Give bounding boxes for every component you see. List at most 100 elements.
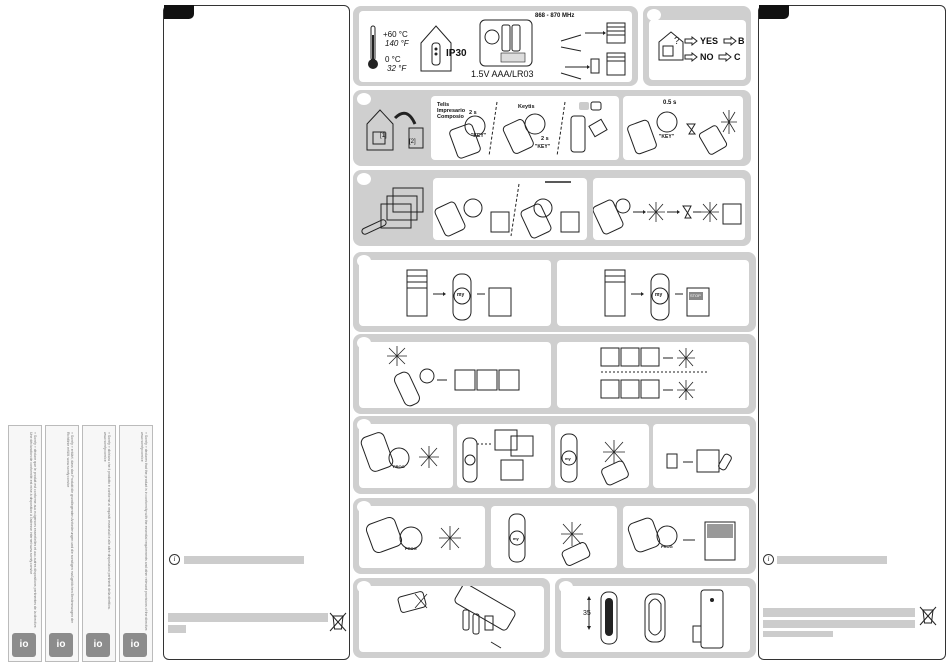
info-icon: i bbox=[763, 554, 774, 565]
footer-note-bar bbox=[763, 620, 915, 628]
select-motor-illustration bbox=[462, 429, 534, 483]
battery-change-card bbox=[359, 586, 544, 652]
pairing-panel bbox=[353, 170, 751, 246]
confirm-illustration bbox=[627, 110, 737, 155]
my-set-card: my bbox=[359, 260, 551, 326]
group-feedback-card bbox=[557, 342, 749, 408]
io-logo: io bbox=[49, 633, 73, 657]
hold-time-c: 0.5 s bbox=[663, 100, 677, 106]
group-feedback-illustration bbox=[600, 347, 707, 400]
compatibility-panel: ? YES B NO C bbox=[643, 6, 751, 86]
prog-long-card: PROG bbox=[359, 506, 485, 568]
arrow-right-icon bbox=[723, 35, 737, 47]
footer-note-bar bbox=[168, 625, 186, 633]
key-label-a: "KEY" bbox=[471, 133, 487, 139]
info-note-bar bbox=[777, 556, 887, 564]
prog-blind-illustration bbox=[627, 517, 736, 561]
my-set-illustration bbox=[406, 269, 512, 321]
my-position-panel: my my STOP bbox=[353, 252, 756, 332]
frequency-label: 868 - 870 MHz bbox=[535, 13, 575, 19]
prog-illustration bbox=[360, 432, 439, 472]
motor-add-illustration bbox=[666, 449, 732, 473]
weee-bin-icon bbox=[329, 612, 347, 632]
text-page-right: i bbox=[758, 5, 946, 660]
battery-spec: 1.5V AAA/LR03 bbox=[471, 69, 534, 79]
prog-blind-card: PROG bbox=[623, 506, 749, 568]
io-logo: io bbox=[12, 633, 36, 657]
mounting-card: 35 bbox=[561, 586, 750, 652]
pair-select-card bbox=[433, 178, 587, 240]
pair-confirm-card bbox=[593, 178, 745, 240]
house-label-1: [1] bbox=[380, 133, 387, 139]
my-button-label: my bbox=[457, 292, 465, 298]
pair-confirm-illustration bbox=[593, 198, 742, 235]
key-label-c: "KEY" bbox=[659, 134, 675, 140]
temp-max-c: +60 °C bbox=[383, 30, 408, 39]
stop-label: STOP bbox=[690, 293, 701, 298]
battery-change-panel bbox=[353, 578, 550, 658]
pair-select-illustration bbox=[434, 181, 580, 239]
group-select-illustration bbox=[387, 346, 520, 407]
text-page-left: i bbox=[163, 5, 350, 660]
answer-no: NO bbox=[700, 52, 714, 62]
mount-height-label: 35 bbox=[583, 610, 591, 617]
temp-max-f: 140 °F bbox=[385, 39, 409, 48]
group-panel bbox=[353, 334, 756, 414]
legal-block: « Somfy » déclare que le produit est con… bbox=[8, 425, 42, 662]
select-motor-card bbox=[457, 424, 551, 488]
key-transfer-panel: [1] [2] Telis Impresario Composio Keytis… bbox=[353, 90, 751, 166]
mounting-panel: 35 bbox=[555, 578, 756, 658]
io-logo: io bbox=[86, 633, 110, 657]
goto-b: B bbox=[738, 36, 745, 46]
legal-text: « Somfy » déclare que le produit est con… bbox=[29, 432, 37, 629]
battery-compartment-icon bbox=[479, 19, 533, 67]
legal-text: « Somfy » erklärt, dass das Produkt die … bbox=[66, 432, 74, 624]
key-confirm-card: 0.5 s "KEY" bbox=[623, 96, 743, 160]
legal-notices: « Somfy » déclare que le produit est con… bbox=[8, 425, 153, 662]
hold-time-a: 2 s bbox=[469, 110, 477, 116]
remote-back-illustrations bbox=[449, 101, 608, 159]
footer-note-bar bbox=[168, 613, 328, 622]
prog-long-illustration bbox=[365, 516, 461, 554]
my-stop-illustration bbox=[604, 269, 710, 321]
arrow-right-icon bbox=[684, 51, 698, 63]
ip-rating: IP30 bbox=[446, 48, 467, 59]
house-question-icon: ? bbox=[658, 31, 684, 61]
specs-panel: +60 °C 140 °F 0 °C 32 °F IP30 1.5V AAA/L… bbox=[353, 6, 638, 86]
step-number bbox=[647, 9, 661, 21]
prog-label: PROG bbox=[661, 544, 673, 549]
wall-holder-illustration bbox=[587, 589, 724, 649]
legal-block: « Somfy » dichiara che il prodotto è con… bbox=[82, 425, 116, 662]
my-press-illustration bbox=[560, 433, 629, 486]
reset-panel: PROG my PROG bbox=[353, 498, 756, 574]
legal-text: « Somfy » declares that the product is i… bbox=[140, 432, 148, 632]
footer-note-bar bbox=[763, 608, 915, 617]
info-note-bar bbox=[184, 556, 304, 564]
battery-change-illustration bbox=[397, 586, 516, 649]
page-tab bbox=[164, 5, 194, 19]
house-label-2: [2] bbox=[409, 139, 416, 145]
legal-block: « Somfy » declares that the product is i… bbox=[119, 425, 153, 662]
step-number bbox=[357, 173, 371, 185]
weee-bin-icon bbox=[919, 606, 937, 626]
answer-yes: YES bbox=[700, 36, 719, 46]
prog-panel: PROG my bbox=[353, 416, 756, 494]
telis-label: Telis Impresario Composio bbox=[437, 102, 466, 120]
hold-time-b: 2 s bbox=[541, 136, 549, 142]
temp-min-c: 0 °C bbox=[385, 55, 401, 64]
my-long-illustration bbox=[508, 513, 591, 566]
my-stop-card: my STOP bbox=[557, 260, 749, 326]
step-number bbox=[357, 93, 371, 105]
my-long-card: my bbox=[491, 506, 617, 568]
info-icon: i bbox=[169, 554, 180, 565]
thermometer-icon bbox=[368, 25, 378, 69]
group-select-card bbox=[359, 342, 551, 408]
svg-text:?: ? bbox=[674, 36, 680, 47]
multiple-motors-icon bbox=[361, 187, 424, 235]
compatibility-card: ? YES B NO C bbox=[649, 20, 746, 80]
key-copy-card: Telis Impresario Composio Keytis 2 s "KE… bbox=[431, 96, 619, 160]
specs-card: +60 °C 140 °F 0 °C 32 °F IP30 1.5V AAA/L… bbox=[359, 11, 632, 82]
arrow-right-icon bbox=[718, 51, 732, 63]
prog-card: PROG bbox=[359, 424, 453, 488]
prog-label: PROG bbox=[393, 464, 405, 469]
